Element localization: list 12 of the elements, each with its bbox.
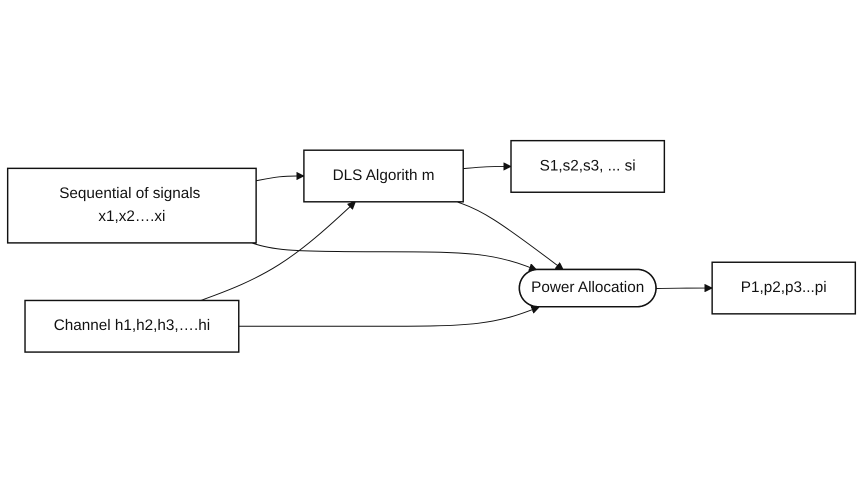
node-box: DLS Algorith m [303,150,464,203]
node-box: Channel h1,h2,h3,….hi [24,300,240,353]
arrow [456,201,564,270]
node-box: P1,p2,p3...pi [711,262,856,315]
arrow [251,242,538,272]
node-box: S1,s2,s3, ... si [510,140,666,194]
node-box: Sequential of signals x1,x2….xi [6,168,257,244]
arrow [200,202,356,302]
arrow [656,284,713,292]
arrow [256,172,304,182]
arrow [238,306,540,327]
arrow [462,162,512,171]
